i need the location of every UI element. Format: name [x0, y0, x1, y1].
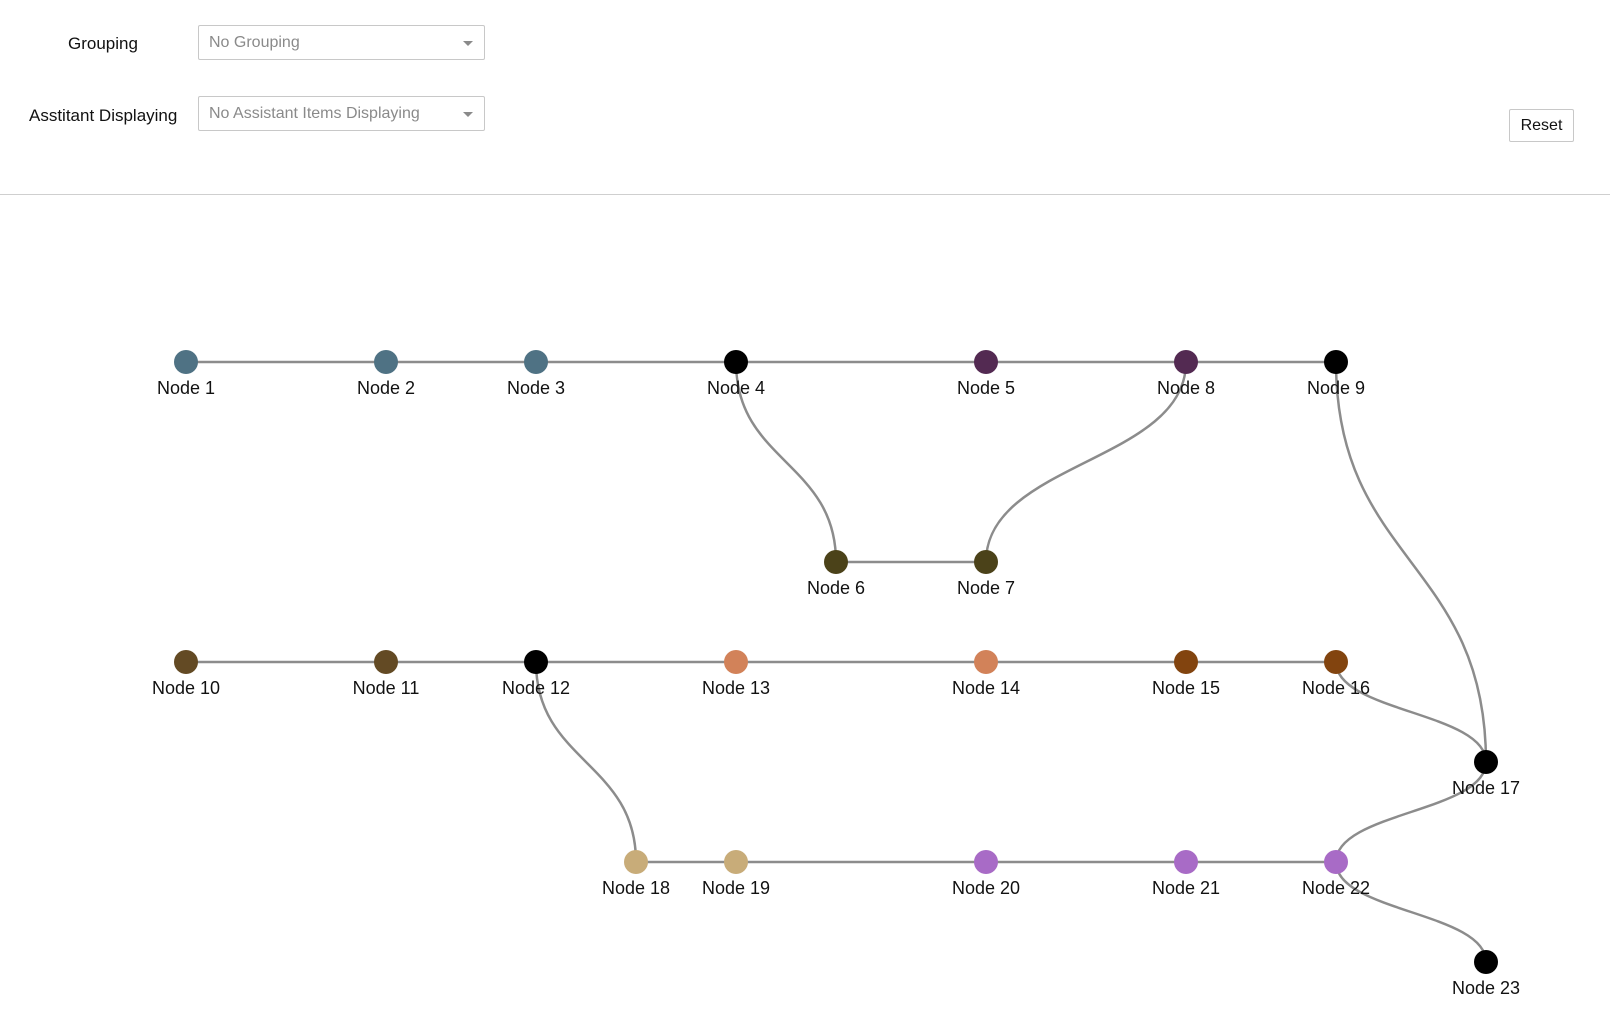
- node-10[interactable]: Node 10: [152, 650, 220, 698]
- node-5-circle[interactable]: [974, 350, 998, 374]
- node-15[interactable]: Node 15: [1152, 650, 1220, 698]
- node-16[interactable]: Node 16: [1302, 650, 1370, 698]
- node-6[interactable]: Node 6: [807, 550, 865, 598]
- node-19-label: Node 19: [702, 878, 770, 898]
- node-4-label: Node 4: [707, 378, 765, 398]
- node-14[interactable]: Node 14: [952, 650, 1020, 698]
- node-11-circle[interactable]: [374, 650, 398, 674]
- node-12-label: Node 12: [502, 678, 570, 698]
- node-2-circle[interactable]: [374, 350, 398, 374]
- node-18[interactable]: Node 18: [602, 850, 670, 898]
- node-9-circle[interactable]: [1324, 350, 1348, 374]
- node-12[interactable]: Node 12: [502, 650, 570, 698]
- node-18-circle[interactable]: [624, 850, 648, 874]
- edge-16-17: [1334, 661, 1488, 763]
- node-3-circle[interactable]: [524, 350, 548, 374]
- node-5[interactable]: Node 5: [957, 350, 1015, 398]
- node-1-circle[interactable]: [174, 350, 198, 374]
- node-4-circle[interactable]: [724, 350, 748, 374]
- reset-button[interactable]: Reset: [1509, 109, 1574, 142]
- node-10-circle[interactable]: [174, 650, 198, 674]
- node-17[interactable]: Node 17: [1452, 750, 1520, 798]
- edge-12-18: [534, 661, 638, 863]
- assistant-displaying-select-value: No Assistant Items Displaying: [209, 105, 420, 122]
- node-23-circle[interactable]: [1474, 950, 1498, 974]
- node-23[interactable]: Node 23: [1452, 950, 1520, 998]
- node-18-label: Node 18: [602, 878, 670, 898]
- node-11-label: Node 11: [353, 678, 420, 698]
- node-1[interactable]: Node 1: [157, 350, 215, 398]
- grouping-select[interactable]: No Grouping: [198, 25, 485, 60]
- node-14-circle[interactable]: [974, 650, 998, 674]
- node-16-circle[interactable]: [1324, 650, 1348, 674]
- node-10-label: Node 10: [152, 678, 220, 698]
- node-15-label: Node 15: [1152, 678, 1220, 698]
- node-9[interactable]: Node 9: [1307, 350, 1365, 398]
- node-11[interactable]: Node 11: [353, 650, 420, 698]
- node-21-circle[interactable]: [1174, 850, 1198, 874]
- control-toolbar: Grouping No Grouping Asstitant Displayin…: [0, 0, 1610, 195]
- node-6-circle[interactable]: [824, 550, 848, 574]
- node-13[interactable]: Node 13: [702, 650, 770, 698]
- node-22[interactable]: Node 22: [1302, 850, 1370, 898]
- edges-layer: [186, 360, 1488, 963]
- node-3[interactable]: Node 3: [507, 350, 565, 398]
- node-1-label: Node 1: [157, 378, 215, 398]
- node-14-label: Node 14: [952, 678, 1020, 698]
- node-20-label: Node 20: [952, 878, 1020, 898]
- assistant-displaying-label: Asstitant Displaying: [29, 106, 178, 125]
- node-15-circle[interactable]: [1174, 650, 1198, 674]
- node-19-circle[interactable]: [724, 850, 748, 874]
- node-16-label: Node 16: [1302, 678, 1370, 698]
- node-2-label: Node 2: [357, 378, 415, 398]
- node-3-label: Node 3: [507, 378, 565, 398]
- node-5-label: Node 5: [957, 378, 1015, 398]
- node-7-label: Node 7: [957, 578, 1015, 598]
- edge-17-22: [1334, 761, 1488, 863]
- node-8-label: Node 8: [1157, 378, 1215, 398]
- assistant-displaying-select[interactable]: No Assistant Items Displaying: [198, 96, 485, 131]
- grouping-label: Grouping: [68, 34, 138, 53]
- nodes-layer: Node 1 Node 2 Node 3 Node 4 Node 5 Node 6 Node…: [152, 350, 1520, 998]
- node-21[interactable]: Node 21: [1152, 850, 1220, 898]
- edge-9-17: [1334, 361, 1488, 763]
- node-2[interactable]: Node 2: [357, 350, 415, 398]
- node-8-circle[interactable]: [1174, 350, 1198, 374]
- node-22-label: Node 22: [1302, 878, 1370, 898]
- node-19[interactable]: Node 19: [702, 850, 770, 898]
- node-13-label: Node 13: [702, 678, 770, 698]
- edge-4-6: [734, 361, 838, 563]
- node-22-circle[interactable]: [1324, 850, 1348, 874]
- node-21-label: Node 21: [1152, 878, 1220, 898]
- node-20-circle[interactable]: [974, 850, 998, 874]
- chevron-down-icon: [463, 41, 473, 46]
- node-8[interactable]: Node 8: [1157, 350, 1215, 398]
- node-12-circle[interactable]: [524, 650, 548, 674]
- edge-7-8: [984, 361, 1188, 563]
- node-6-label: Node 6: [807, 578, 865, 598]
- node-7[interactable]: Node 7: [957, 550, 1015, 598]
- chevron-down-icon: [463, 112, 473, 117]
- node-9-label: Node 9: [1307, 378, 1365, 398]
- node-13-circle[interactable]: [724, 650, 748, 674]
- node-17-label: Node 17: [1452, 778, 1520, 798]
- node-17-circle[interactable]: [1474, 750, 1498, 774]
- node-20[interactable]: Node 20: [952, 850, 1020, 898]
- edge-22-23: [1334, 861, 1488, 963]
- node-7-circle[interactable]: [974, 550, 998, 574]
- node-4[interactable]: Node 4: [707, 350, 765, 398]
- node-23-label: Node 23: [1452, 978, 1520, 998]
- grouping-select-value: No Grouping: [209, 34, 300, 51]
